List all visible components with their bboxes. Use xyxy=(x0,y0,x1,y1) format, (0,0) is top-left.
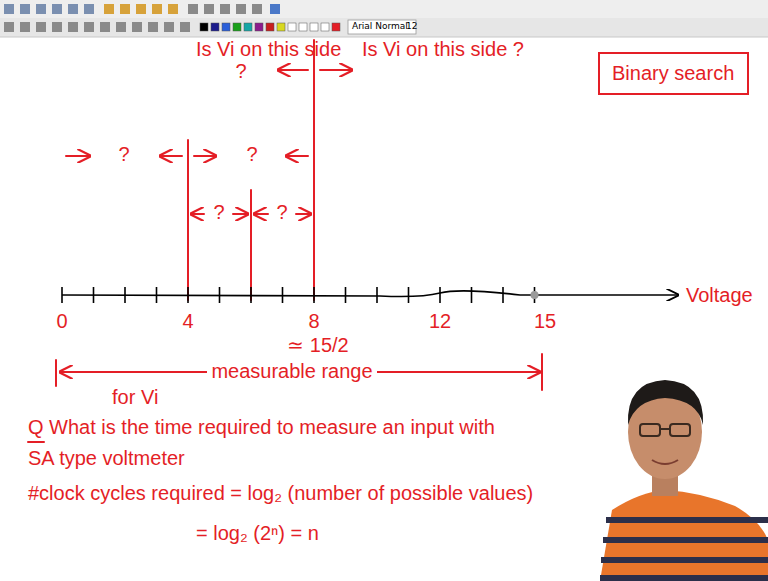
axis-label: Voltage xyxy=(686,284,753,307)
axis-tick xyxy=(187,287,189,303)
axis-tick xyxy=(471,287,473,303)
question-text: Q What is the time required to measure a… xyxy=(28,416,495,439)
axis-tick xyxy=(282,287,284,303)
font-size: 12 xyxy=(406,21,417,32)
tick-value: 8 xyxy=(308,310,319,333)
axis-tick xyxy=(156,287,158,303)
boxed-heading: Binary search xyxy=(598,52,749,95)
axis-tick xyxy=(219,287,221,303)
axis-tick xyxy=(61,287,63,303)
end-dot xyxy=(531,291,539,299)
question-mark: ? xyxy=(235,60,246,83)
number-line-sketch xyxy=(28,40,542,442)
font-name: Arial Normal xyxy=(352,21,408,32)
axis-tick xyxy=(502,287,504,303)
box-text: Binary search xyxy=(612,62,734,85)
axis-tick xyxy=(376,287,378,303)
lecturer-photo xyxy=(600,380,768,581)
range-label: for Vi xyxy=(112,386,158,409)
question-mark: ? xyxy=(213,201,224,224)
question-text: SA type voltmeter xyxy=(28,447,185,470)
voltage-axis xyxy=(62,287,678,303)
axis-tick xyxy=(93,287,95,303)
question-note: Is Vi on this side ? xyxy=(362,38,524,61)
formula-text: = log₂ (2ⁿ) = n xyxy=(196,522,319,545)
question-mark: ? xyxy=(276,201,287,224)
range-label: measurable range xyxy=(207,360,376,383)
formula-text: #clock cycles required = log₂ (number of… xyxy=(28,482,533,505)
axis-tick xyxy=(408,287,410,303)
question-note: Is Vi on this side xyxy=(196,38,341,61)
question-mark: ? xyxy=(246,143,257,166)
axis-tick xyxy=(345,287,347,303)
axis-tick xyxy=(313,287,315,303)
tick-value: 4 xyxy=(182,310,193,333)
axis-tick xyxy=(124,287,126,303)
tick-value: 15 xyxy=(534,310,556,333)
toolbar xyxy=(0,0,768,37)
tick-value: 12 xyxy=(429,310,451,333)
axis-tick xyxy=(250,287,252,303)
question-mark: ? xyxy=(118,143,129,166)
approx-note: ≃ 15/2 xyxy=(287,334,348,357)
axis-tick xyxy=(439,287,441,303)
tick-value: 0 xyxy=(56,310,67,333)
